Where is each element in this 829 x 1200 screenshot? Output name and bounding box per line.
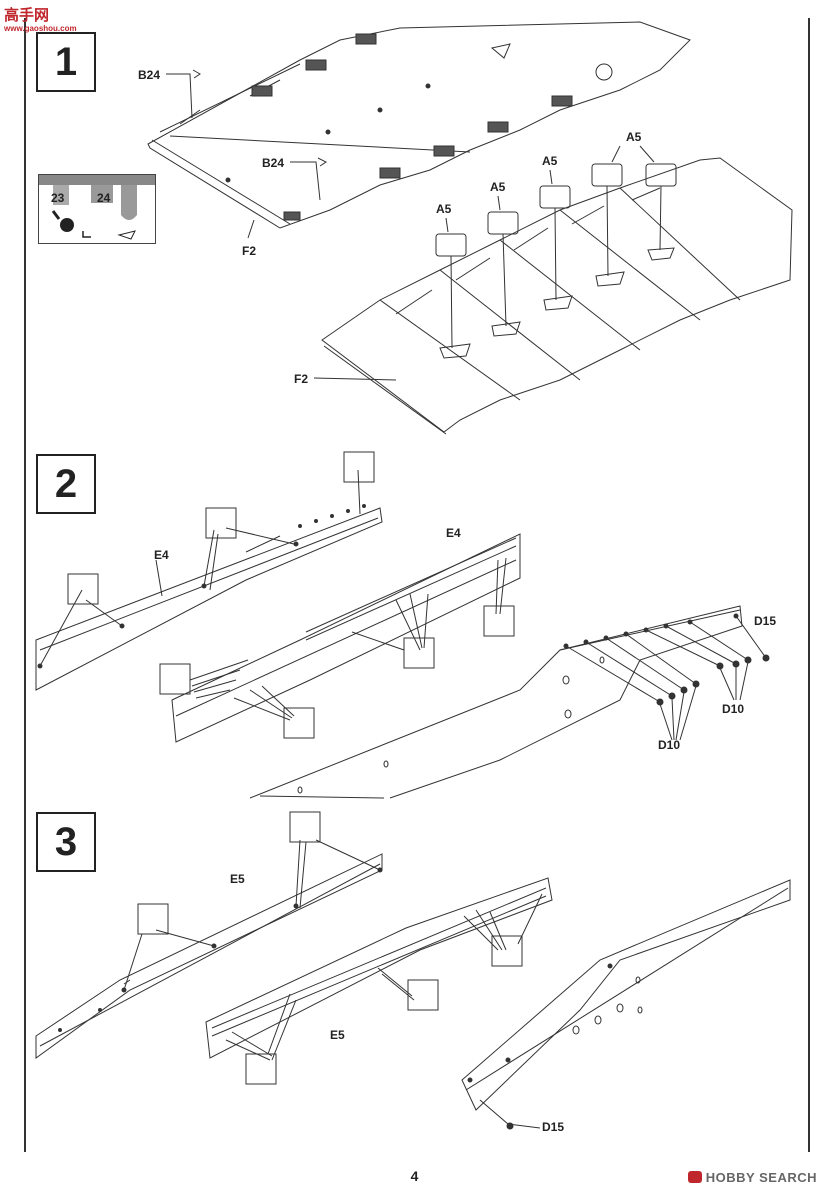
legend-part-24: 24 <box>97 191 111 205</box>
label-a5-4: A5 <box>626 130 642 144</box>
page-number: 4 <box>410 1168 419 1184</box>
label-d15-step3: D15 <box>542 1120 565 1134</box>
label-a5-3: A5 <box>542 154 558 168</box>
step2-detail-boxes <box>67 451 515 739</box>
step2-rail-middle <box>171 533 521 743</box>
step3-rail-right <box>461 879 791 1130</box>
label-d10-right: D10 <box>722 702 745 716</box>
label-a5-1: A5 <box>436 202 452 216</box>
label-e4-left: E4 <box>154 548 169 562</box>
step3-rail-left <box>35 839 383 1059</box>
a5-brackets <box>435 163 677 257</box>
step-1-number: 1 <box>36 32 96 92</box>
brand-footer: HOBBY SEARCH <box>687 1170 817 1185</box>
step1-floor-panel-upper <box>147 21 691 239</box>
label-e4-mid: E4 <box>446 526 461 540</box>
label-b24-mid: B24 <box>262 156 285 170</box>
legend-box: 23 24 <box>38 174 156 244</box>
step2-rail-left <box>35 469 383 691</box>
page-frame <box>24 18 810 1152</box>
label-e5-left: E5 <box>230 872 245 886</box>
watermark-title: 高手网 <box>4 7 50 24</box>
brand-logo-icon <box>687 1171 702 1183</box>
step3-detail-boxes <box>137 811 523 1085</box>
label-d10-bottom: D10 <box>658 738 681 752</box>
brand-name: HOBBY SEARCH <box>705 1170 817 1185</box>
label-d15-step2: D15 <box>754 614 777 628</box>
label-b24-top: B24 <box>138 68 161 82</box>
step2-rail-right <box>249 605 770 799</box>
label-f2-bottom: F2 <box>294 372 309 386</box>
step-2-number: 2 <box>36 454 96 514</box>
step1-floor-panel-lower <box>313 145 793 435</box>
legend-part-23: 23 <box>51 191 65 205</box>
step3-rail-middle <box>205 877 553 1061</box>
step-3-number: 3 <box>36 812 96 872</box>
legend-drawing <box>39 175 155 240</box>
label-f2-top: F2 <box>242 244 257 258</box>
watermark-url: www.gaoshou.com <box>4 24 77 33</box>
label-a5-2: A5 <box>490 180 506 194</box>
label-e5-mid: E5 <box>330 1028 345 1042</box>
